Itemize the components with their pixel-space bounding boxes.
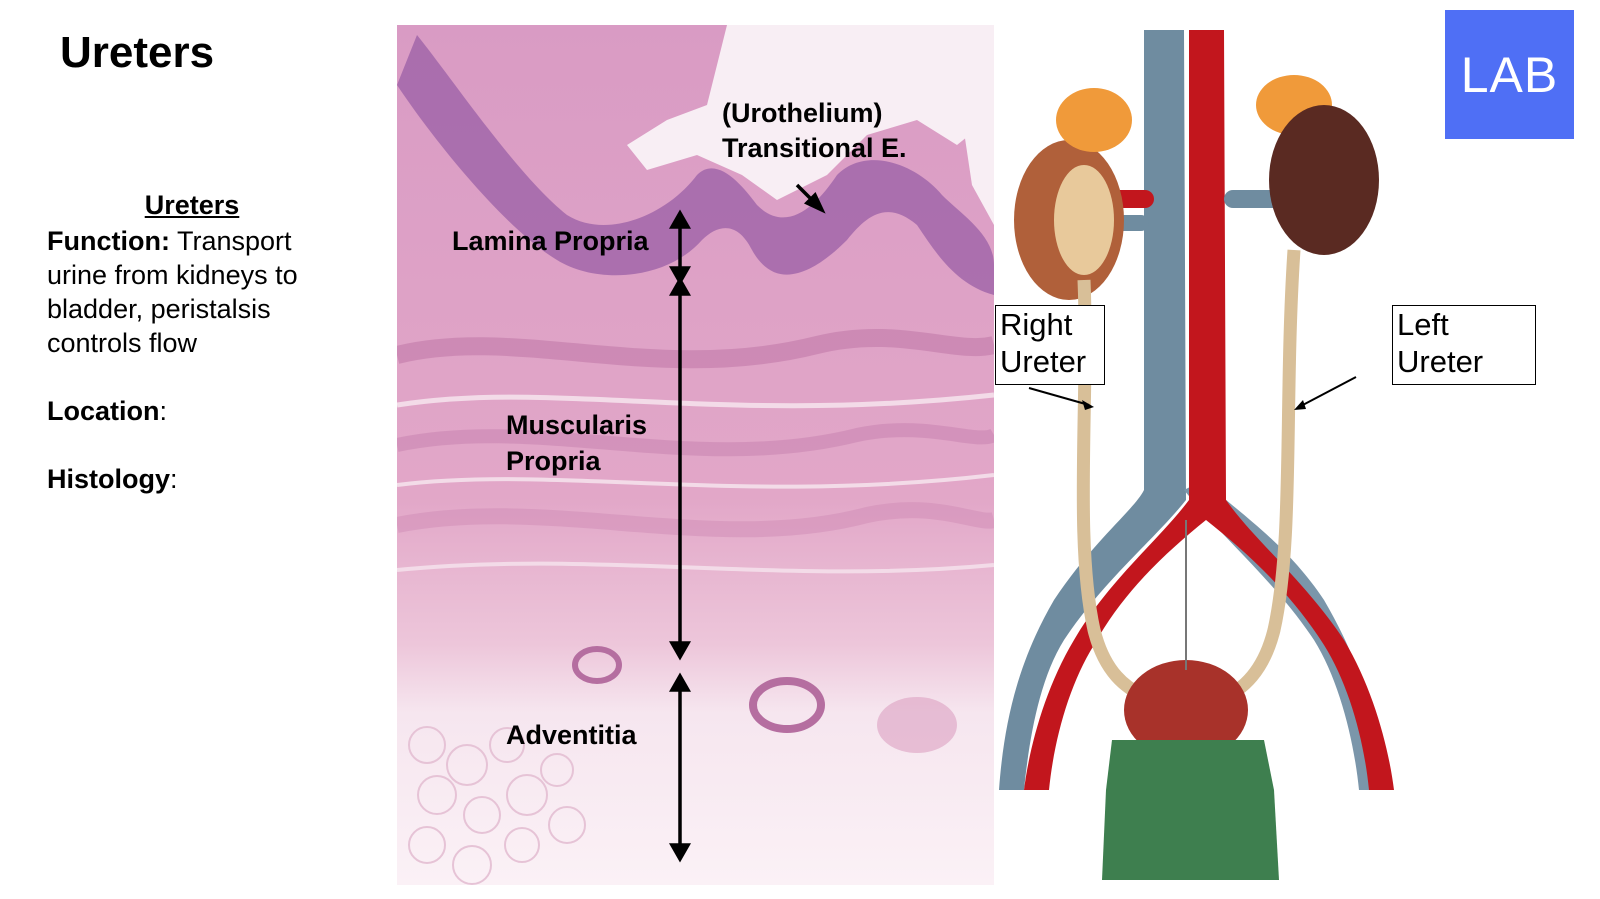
lab-logo: LAB	[1445, 10, 1574, 139]
anatomical-model-image	[999, 30, 1394, 880]
location-suffix: :	[159, 396, 168, 426]
function-paragraph: Function: Transport urine from kidneys t…	[47, 224, 347, 360]
urothelium-label: (Urothelium)	[722, 98, 883, 128]
right-ureter-label-line1: Right	[1000, 307, 1073, 342]
muscularis-label-line1: Muscularis	[506, 410, 648, 440]
transitional-epithelium-label: Transitional E.	[722, 133, 907, 163]
location-paragraph: Location:	[47, 394, 347, 428]
muscularis-label-line2: Propria	[506, 446, 601, 476]
section-heading: Ureters	[144, 190, 240, 220]
histology-label: Histology	[47, 464, 171, 494]
histology-paragraph: Histology:	[47, 462, 347, 496]
lab-logo-text: LAB	[1460, 46, 1559, 103]
slide-title: Ureters	[60, 28, 215, 77]
adventitia-label: Adventitia	[506, 720, 637, 750]
function-label: Function:	[47, 226, 170, 256]
histology-micrograph: (Urothelium) Transitional E. Lamina Prop…	[397, 25, 994, 885]
histology-suffix: :	[170, 464, 178, 494]
urinary-system-model	[994, 20, 1434, 890]
location-label: Location	[47, 396, 160, 426]
left-ureter-label-line2: Ureter	[1397, 344, 1484, 379]
function-text: Transport urine from kidneys to bladder,…	[47, 226, 298, 358]
histology-image	[397, 25, 994, 885]
right-ureter-label-line2: Ureter	[1000, 344, 1087, 379]
lamina-propria-label: Lamina Propria	[452, 226, 649, 256]
text-panel: Ureters Function: Transport urine from k…	[47, 188, 347, 496]
left-ureter-callout: Left Ureter	[1392, 305, 1536, 385]
left-ureter-label-line1: Left	[1397, 307, 1449, 342]
right-ureter-callout: Right Ureter	[995, 305, 1105, 385]
